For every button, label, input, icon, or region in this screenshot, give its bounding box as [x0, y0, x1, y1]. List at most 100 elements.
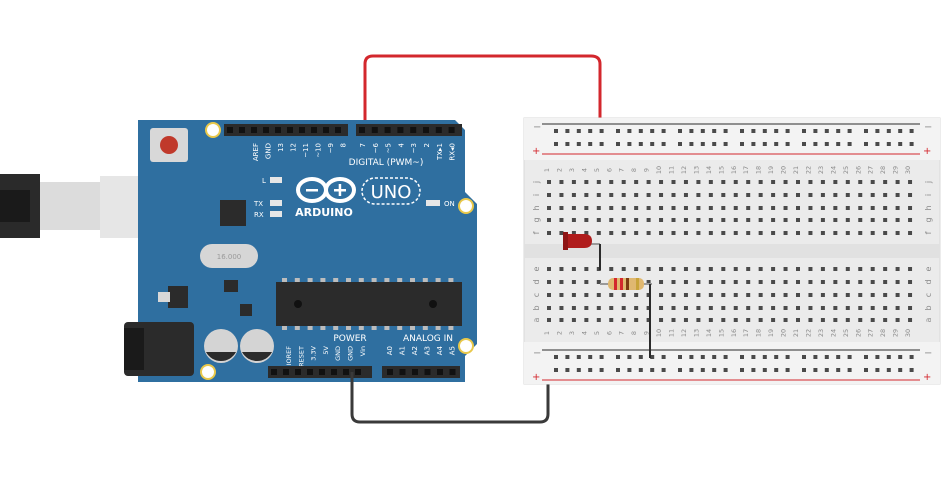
breadboard-hole[interactable] — [559, 306, 564, 310]
breadboard-hole[interactable] — [733, 206, 738, 210]
breadboard-hole[interactable] — [621, 318, 626, 322]
breadboard-hole[interactable] — [584, 280, 589, 284]
breadboard-hole[interactable] — [808, 218, 813, 222]
header-socket[interactable] — [437, 369, 443, 375]
breadboard-hole[interactable] — [661, 142, 666, 146]
breadboard-hole[interactable] — [733, 180, 738, 184]
breadboard-hole[interactable] — [638, 142, 643, 146]
header-socket[interactable] — [271, 369, 277, 375]
breadboard-hole[interactable] — [559, 180, 564, 184]
breadboard-hole[interactable] — [547, 206, 551, 210]
breadboard-hole[interactable] — [609, 218, 614, 222]
breadboard-hole[interactable] — [771, 293, 776, 297]
breadboard-hole[interactable] — [796, 206, 800, 210]
breadboard-hole[interactable] — [870, 267, 875, 271]
breadboard-hole[interactable] — [634, 193, 639, 197]
breadboard-hole[interactable] — [659, 293, 664, 297]
breadboard-hole[interactable] — [547, 180, 551, 184]
breadboard-hole[interactable] — [547, 318, 551, 322]
breadboard-hole[interactable] — [621, 193, 626, 197]
breadboard-hole[interactable] — [700, 129, 705, 133]
breadboard-hole[interactable] — [808, 293, 813, 297]
breadboard-hole[interactable] — [746, 293, 751, 297]
breadboard-hole[interactable] — [771, 180, 776, 184]
breadboard-hole[interactable] — [895, 293, 900, 297]
breadboard-hole[interactable] — [858, 180, 863, 184]
breadboard-hole[interactable] — [696, 293, 701, 297]
breadboard-hole[interactable] — [634, 218, 639, 222]
breadboard-hole[interactable] — [909, 355, 914, 359]
breadboard-hole[interactable] — [659, 193, 664, 197]
breadboard-hole[interactable] — [895, 267, 900, 271]
breadboard-hole[interactable] — [762, 142, 767, 146]
breadboard-hole[interactable] — [783, 231, 788, 235]
breadboard-hole[interactable] — [646, 231, 651, 235]
breadboard-hole[interactable] — [696, 267, 701, 271]
breadboard-hole[interactable] — [596, 193, 601, 197]
breadboard-hole[interactable] — [774, 129, 779, 133]
breadboard-hole[interactable] — [762, 129, 767, 133]
breadboard-hole[interactable] — [875, 355, 880, 359]
breadboard-hole[interactable] — [796, 180, 800, 184]
breadboard-hole[interactable] — [796, 267, 800, 271]
breadboard-hole[interactable] — [845, 218, 850, 222]
breadboard-hole[interactable] — [783, 318, 788, 322]
header-socket[interactable] — [319, 369, 325, 375]
breadboard-hole[interactable] — [599, 129, 604, 133]
header-socket[interactable] — [448, 127, 455, 133]
header-socket[interactable] — [410, 127, 417, 133]
breadboard-hole[interactable] — [627, 368, 632, 372]
breadboard-hole[interactable] — [596, 318, 601, 322]
breadboard-hole[interactable] — [547, 306, 551, 310]
breadboard-hole[interactable] — [808, 231, 813, 235]
breadboard-hole[interactable] — [883, 267, 888, 271]
breadboard-hole[interactable] — [783, 293, 788, 297]
breadboard-hole[interactable] — [599, 368, 604, 372]
breadboard-hole[interactable] — [646, 180, 651, 184]
breadboard-hole[interactable] — [696, 306, 701, 310]
breadboard-hole[interactable] — [833, 231, 838, 235]
breadboard-hole[interactable] — [783, 267, 788, 271]
breadboard-hole[interactable] — [554, 355, 558, 359]
breadboard-hole[interactable] — [758, 206, 763, 210]
breadboard-hole[interactable] — [650, 142, 655, 146]
breadboard-hole[interactable] — [733, 293, 738, 297]
breadboard-hole[interactable] — [696, 180, 701, 184]
breadboard-hole[interactable] — [771, 193, 776, 197]
breadboard-hole[interactable] — [659, 267, 664, 271]
breadboard-hole[interactable] — [689, 129, 694, 133]
breadboard-hole[interactable] — [908, 231, 913, 235]
breadboard-hole[interactable] — [824, 142, 829, 146]
breadboard-hole[interactable] — [783, 218, 788, 222]
breadboard-hole[interactable] — [746, 267, 751, 271]
breadboard-hole[interactable] — [634, 293, 639, 297]
breadboard-hole[interactable] — [696, 280, 701, 284]
breadboard-hole[interactable] — [609, 206, 614, 210]
breadboard-hole[interactable] — [883, 218, 888, 222]
breadboard-hole[interactable] — [808, 193, 813, 197]
breadboard-hole[interactable] — [571, 193, 576, 197]
breadboard-hole[interactable] — [708, 318, 713, 322]
breadboard-hole[interactable] — [783, 193, 788, 197]
breadboard-hole[interactable] — [771, 306, 776, 310]
breadboard-hole[interactable] — [596, 231, 601, 235]
breadboard-hole[interactable] — [833, 267, 838, 271]
breadboard-hole[interactable] — [659, 180, 664, 184]
breadboard-hole[interactable] — [813, 129, 818, 133]
breadboard-hole[interactable] — [870, 231, 875, 235]
breadboard-hole[interactable] — [547, 231, 551, 235]
breadboard-hole[interactable] — [774, 142, 779, 146]
breadboard-hole[interactable] — [746, 318, 751, 322]
breadboard-hole[interactable] — [565, 368, 570, 372]
breadboard-hole[interactable] — [758, 280, 763, 284]
breadboard-hole[interactable] — [895, 206, 900, 210]
breadboard-hole[interactable] — [783, 206, 788, 210]
breadboard-hole[interactable] — [813, 368, 818, 372]
breadboard-hole[interactable] — [696, 218, 701, 222]
header-socket[interactable] — [275, 127, 281, 133]
breadboard-hole[interactable] — [774, 355, 779, 359]
breadboard-hole[interactable] — [785, 368, 790, 372]
breadboard-hole[interactable] — [847, 142, 852, 146]
breadboard-hole[interactable] — [864, 142, 868, 146]
